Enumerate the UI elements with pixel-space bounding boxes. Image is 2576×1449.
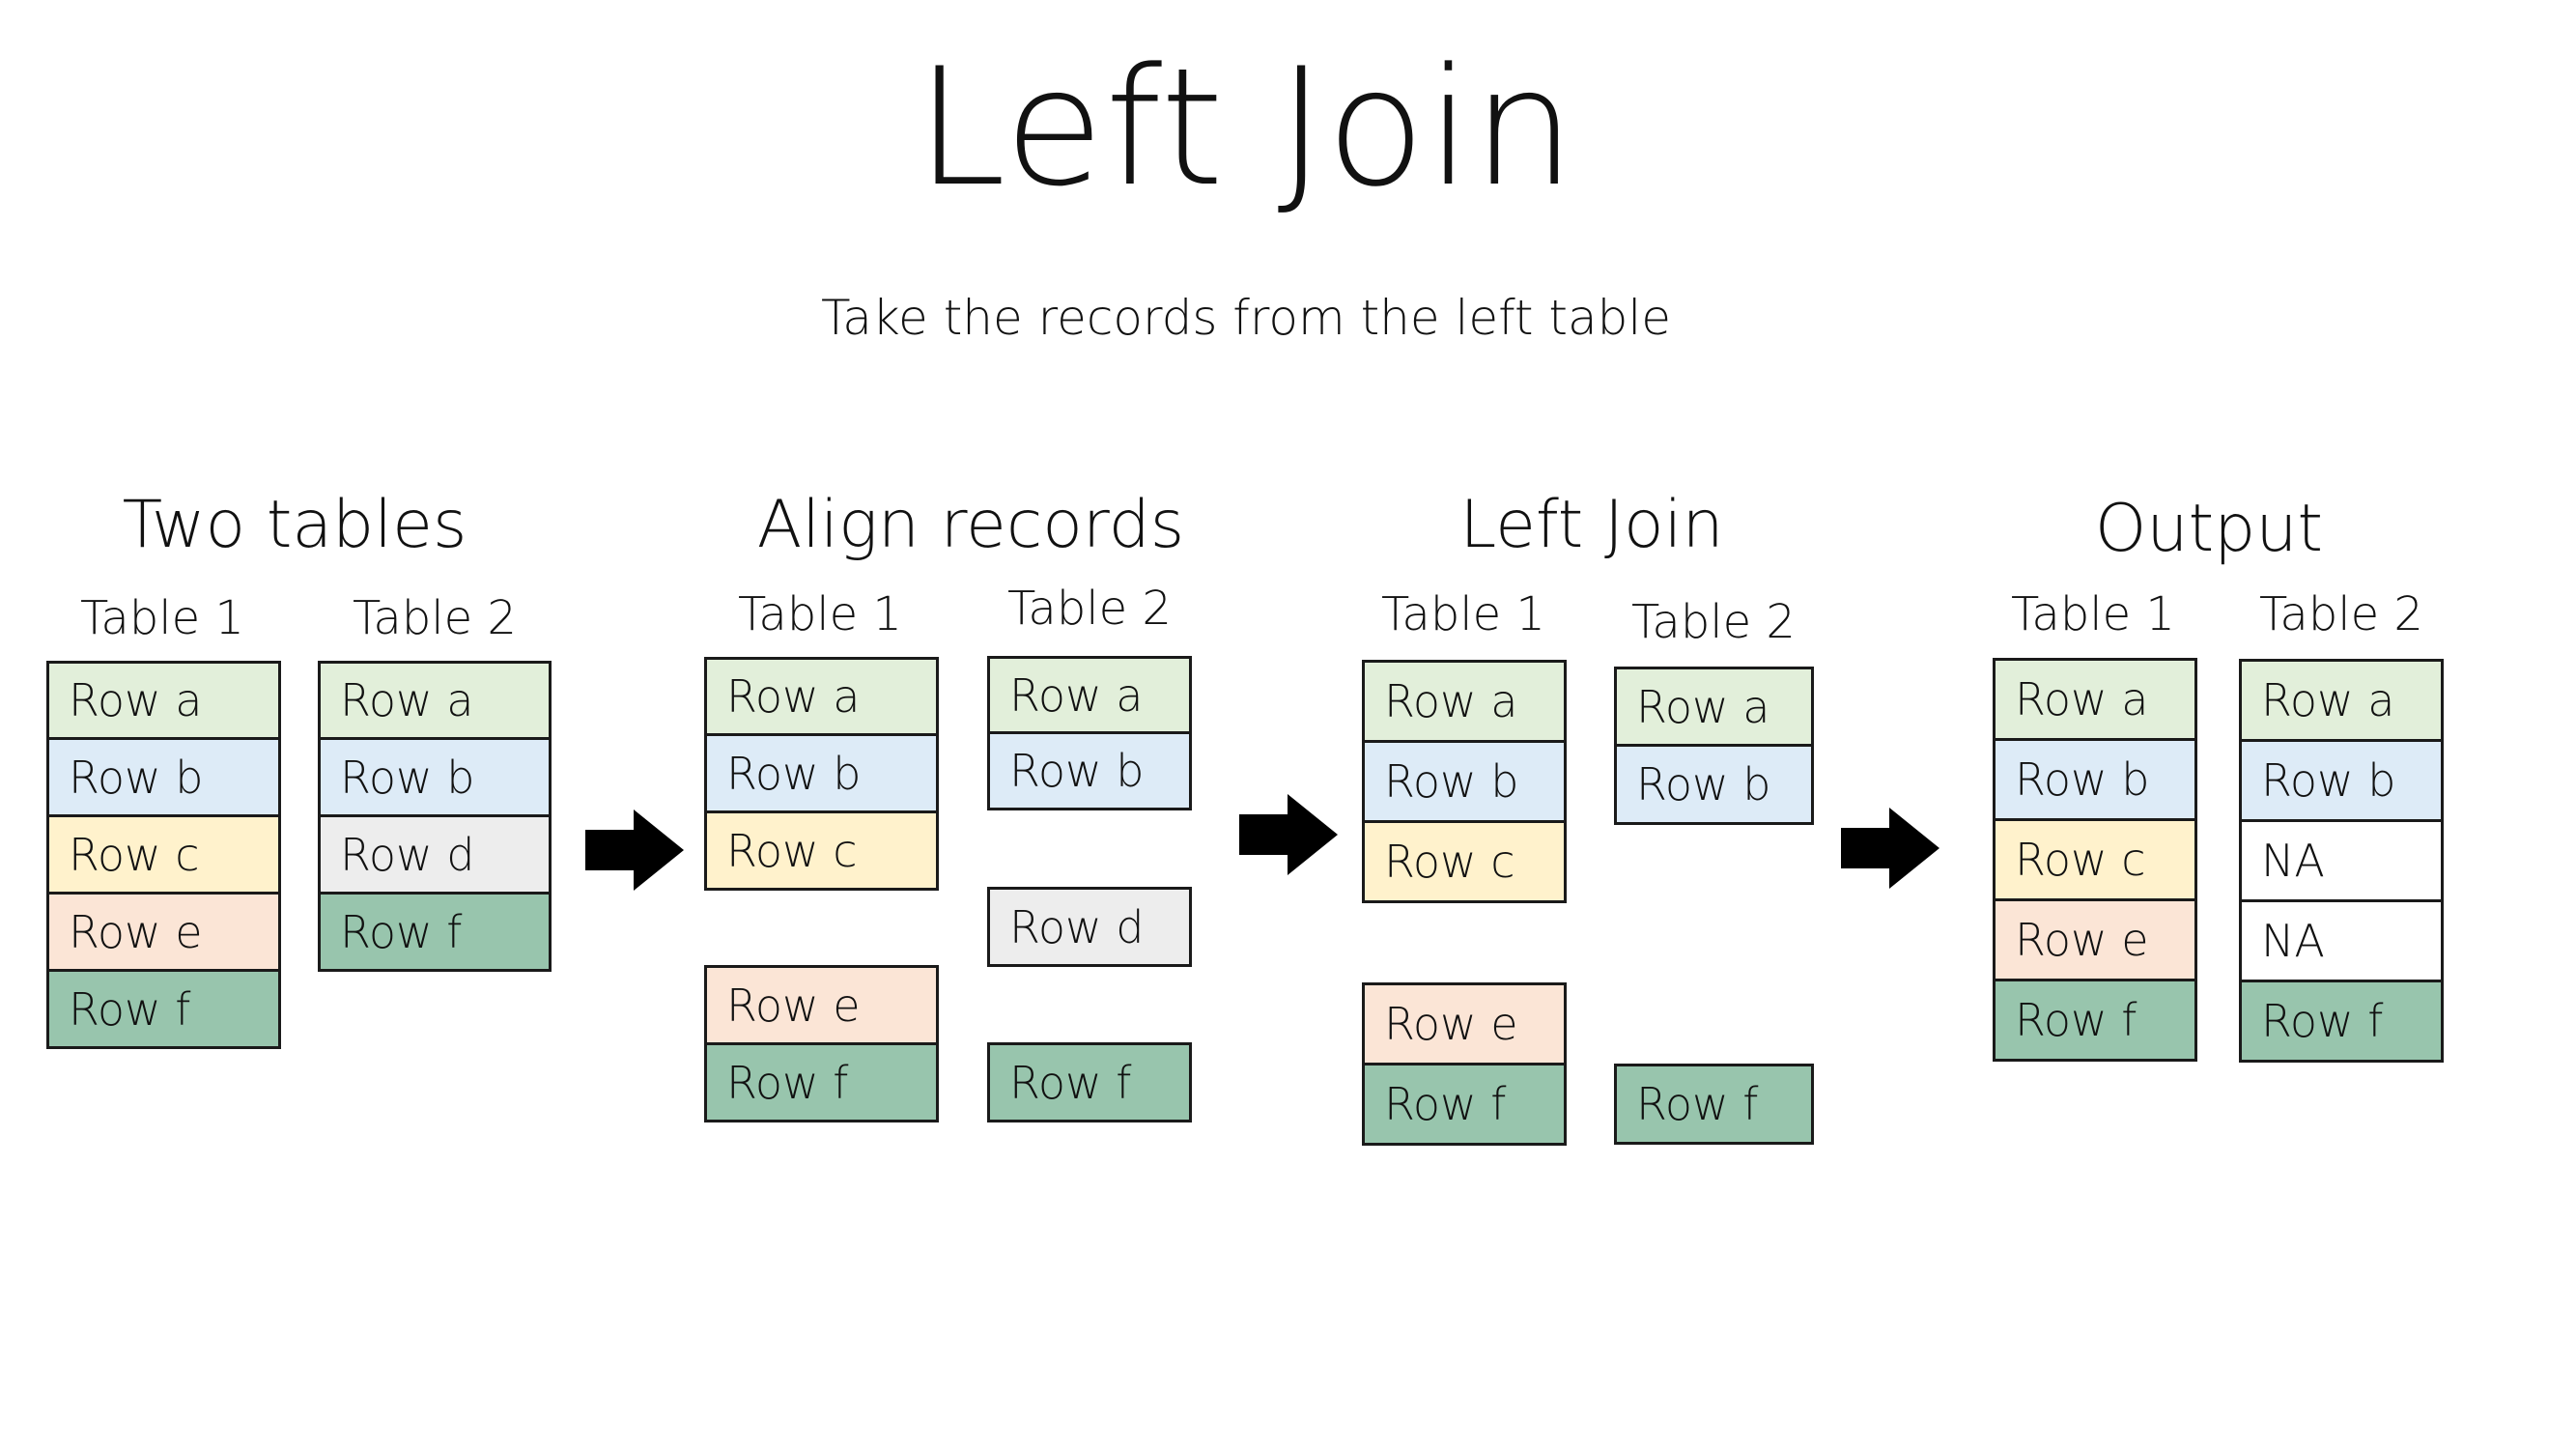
slide-title: Left Join [916, 33, 1576, 222]
panel3-table2-row-f: Row f [1614, 1064, 1814, 1145]
panel-title-left-join: Left Join [1459, 487, 1724, 563]
panel2-table1-row-f: Row f [704, 1042, 939, 1122]
panel4-table2-row-f: Row f [2239, 980, 2444, 1063]
panel4-table2-na-cell: NA [2239, 899, 2444, 982]
panel4-table1-label: Table 1 [2011, 587, 2175, 641]
panel3-table2-row-a: Row a [1614, 667, 1814, 747]
panel4-table1-row-f: Row f [1993, 979, 2197, 1062]
panel3-table2-row-b: Row b [1614, 744, 1814, 825]
panel2-table1-row-b: Row b [704, 733, 939, 813]
panel3-table1-row-f: Row f [1362, 1063, 1567, 1146]
panel4-table1-row-b: Row b [1993, 738, 2197, 821]
panel2-table1-row-c: Row c [704, 810, 939, 891]
panel4-table1-row-a: Row a [1993, 658, 2197, 741]
panel-title-align-records: Align records [756, 487, 1185, 563]
panel1-table1-row-a: Row a [46, 661, 281, 740]
right-arrow-icon [1239, 794, 1338, 875]
panel1-table2-row-a: Row a [318, 661, 552, 740]
panel-title-output: Output [2094, 491, 2324, 567]
right-arrow-icon [1841, 808, 1939, 889]
panel2-table2-row-d: Row d [987, 887, 1192, 967]
panel4-table2-na-cell: NA [2239, 819, 2444, 902]
panel1-table2-row-d: Row d [318, 814, 552, 895]
panel1-table1-label: Table 1 [80, 591, 244, 645]
panel2-table1-label: Table 1 [738, 587, 902, 641]
panel4-table2-label: Table 2 [2259, 587, 2423, 641]
panel3-table1-row-c: Row c [1362, 820, 1567, 903]
panel1-table1-row-e: Row e [46, 892, 281, 972]
panel1-table1-row-c: Row c [46, 814, 281, 895]
panel2-table2-label: Table 2 [1007, 582, 1172, 636]
right-arrow-icon [585, 810, 684, 891]
panel1-table2-row-b: Row b [318, 737, 552, 817]
panel1-table1-row-f: Row f [46, 969, 281, 1049]
panel-title-two-tables: Two tables [122, 487, 467, 563]
panel2-table2-row-a: Row a [987, 656, 1192, 734]
panel2-table1-row-e: Row e [704, 965, 939, 1045]
panel2-table2-row-b: Row b [987, 731, 1192, 810]
panel4-table1-row-c: Row c [1993, 818, 2197, 901]
panel3-table1-row-b: Row b [1362, 740, 1567, 823]
panel4-table2-row-a: Row a [2239, 659, 2444, 742]
panel4-table2-row-b: Row b [2239, 739, 2444, 822]
panel2-table2-row-f: Row f [987, 1042, 1192, 1122]
slide-subtitle: Take the records from the left table [820, 290, 1672, 346]
panel3-table1-label: Table 1 [1381, 587, 1545, 641]
panel1-table2-row-f: Row f [318, 892, 552, 972]
panel1-table1-row-b: Row b [46, 737, 281, 817]
panel3-table1-row-a: Row a [1362, 660, 1567, 743]
panel3-table1-row-e: Row e [1362, 982, 1567, 1065]
panel1-table2-label: Table 2 [353, 591, 517, 645]
panel2-table1-row-a: Row a [704, 657, 939, 736]
panel3-table2-label: Table 2 [1631, 595, 1796, 649]
panel4-table1-row-e: Row e [1993, 898, 2197, 981]
